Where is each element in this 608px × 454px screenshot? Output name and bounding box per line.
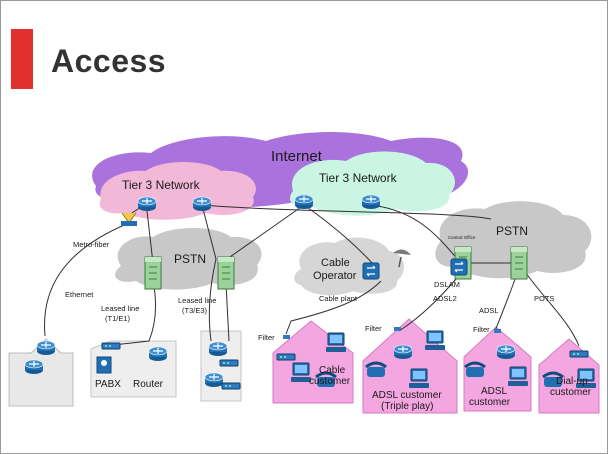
- cable-operator-label-line2: Operator: [313, 270, 357, 282]
- metro-fiber-antenna-icon: [121, 212, 137, 226]
- ethernet-customer-router-2: [24, 359, 44, 375]
- adsl-label: ADSL: [479, 306, 499, 315]
- leased-line-t3-label-line2: (T3/E3): [182, 306, 208, 315]
- tier3-right-router-1: [294, 194, 314, 210]
- adsl-filter-icon: [494, 329, 501, 333]
- metro-fiber-label: Metro-fiber: [73, 240, 110, 249]
- ethernet-customer-router: [36, 340, 56, 356]
- dslam-switch: [450, 258, 468, 276]
- cable-customer-pc-icon: [290, 362, 312, 383]
- tier3-right-router-2: [361, 194, 381, 210]
- adsl-customer-label-line1: ADSL: [481, 386, 508, 397]
- leased-line-t3-router-2: [204, 372, 224, 388]
- adsl-router-icon: [496, 344, 516, 360]
- adsl2-filter-icon: [394, 327, 401, 331]
- pstn-left-switch-2: [217, 256, 235, 290]
- pstn-left-label: PSTN: [174, 252, 206, 266]
- adsl-customer-label-line2: customer: [469, 397, 511, 408]
- leased-line-t3-csu: [219, 359, 239, 367]
- pabx-icon: [96, 356, 112, 374]
- leased-line-t3-router-1: [208, 341, 228, 357]
- pstn-right-label: PSTN: [496, 224, 528, 238]
- cable-customer-tv-icon: [325, 332, 347, 353]
- internet-label: Internet: [271, 148, 323, 165]
- adsl2-label: ADSL2: [433, 294, 457, 303]
- filter-adsl-label: Filter: [473, 325, 490, 334]
- filter-cable-label: Filter: [258, 333, 275, 342]
- leased-line-t1-csu: [101, 342, 121, 350]
- cable-operator-cloud: Cable Operator: [294, 237, 404, 296]
- cable-modem-icon: [276, 353, 296, 361]
- cable-operator-cmts: [362, 262, 380, 280]
- leased-line-t1-label-line1: Leased line: [101, 304, 139, 313]
- central-office-label: Central Office: [448, 235, 476, 240]
- dialup-modem-icon: [569, 350, 589, 358]
- dslam-label: DSLAM: [434, 280, 460, 289]
- tier3-network-right-cloud: Tier 3 Network: [289, 151, 455, 216]
- pstn-right-cloud: PSTN Central Office: [435, 201, 592, 279]
- customer-labels: Cable customer ADSL customer (Triple pla…: [309, 365, 592, 412]
- adsl-pc-icon: [507, 366, 529, 387]
- tier3-right-label: Tier 3 Network: [319, 171, 398, 185]
- dialup-customer-label-line1: Dial-up: [556, 376, 588, 387]
- cable-operator-label-line1: Cable: [321, 257, 350, 269]
- slide-title: Access: [51, 43, 167, 79]
- adsl-triple-label-line1: ADSL customer: [372, 390, 442, 401]
- adsl-triple-tv-icon: [424, 330, 446, 351]
- leased-line-t3-label-line1: Leased line: [178, 296, 216, 305]
- pstn-left-cloud: PSTN: [115, 228, 262, 290]
- leased-line-t1-router: [148, 346, 168, 362]
- tier3-left-label: Tier 3 Network: [122, 178, 201, 192]
- cable-customer-label-line2: customer: [309, 376, 351, 387]
- leased-line-t3-csu-2: [221, 382, 241, 390]
- tier3-left-router-1: [137, 196, 157, 212]
- cable-filter-icon: [283, 335, 290, 339]
- dialup-customer-label-line2: customer: [550, 387, 592, 398]
- satellite-dish-icon: [393, 249, 411, 268]
- adsl-triple-pc-icon: [408, 368, 430, 389]
- cable-customer-label-line1: Cable: [319, 365, 346, 376]
- tier3-left-router-2: [192, 196, 212, 212]
- adsl-triple-router-icon: [393, 344, 413, 360]
- pots-label: POTS: [534, 294, 554, 303]
- link-labels: Metro-fiber Ethernet Leased line (T1/E1)…: [65, 240, 554, 390]
- router-label: Router: [133, 379, 164, 390]
- pabx-label: PABX: [95, 379, 121, 390]
- filter-adsl2-label: Filter: [365, 324, 382, 333]
- cable-plant-label: Cable plant: [319, 294, 358, 303]
- adsl-triple-label-line2: (Triple play): [381, 401, 433, 412]
- ethernet-label: Ethernet: [65, 290, 94, 299]
- pstn-right-switch: [510, 246, 528, 280]
- title-accent-bar: [11, 29, 33, 89]
- leased-line-t1-label-line2: (T1/E1): [105, 314, 131, 323]
- pstn-left-switch-1: [144, 256, 162, 290]
